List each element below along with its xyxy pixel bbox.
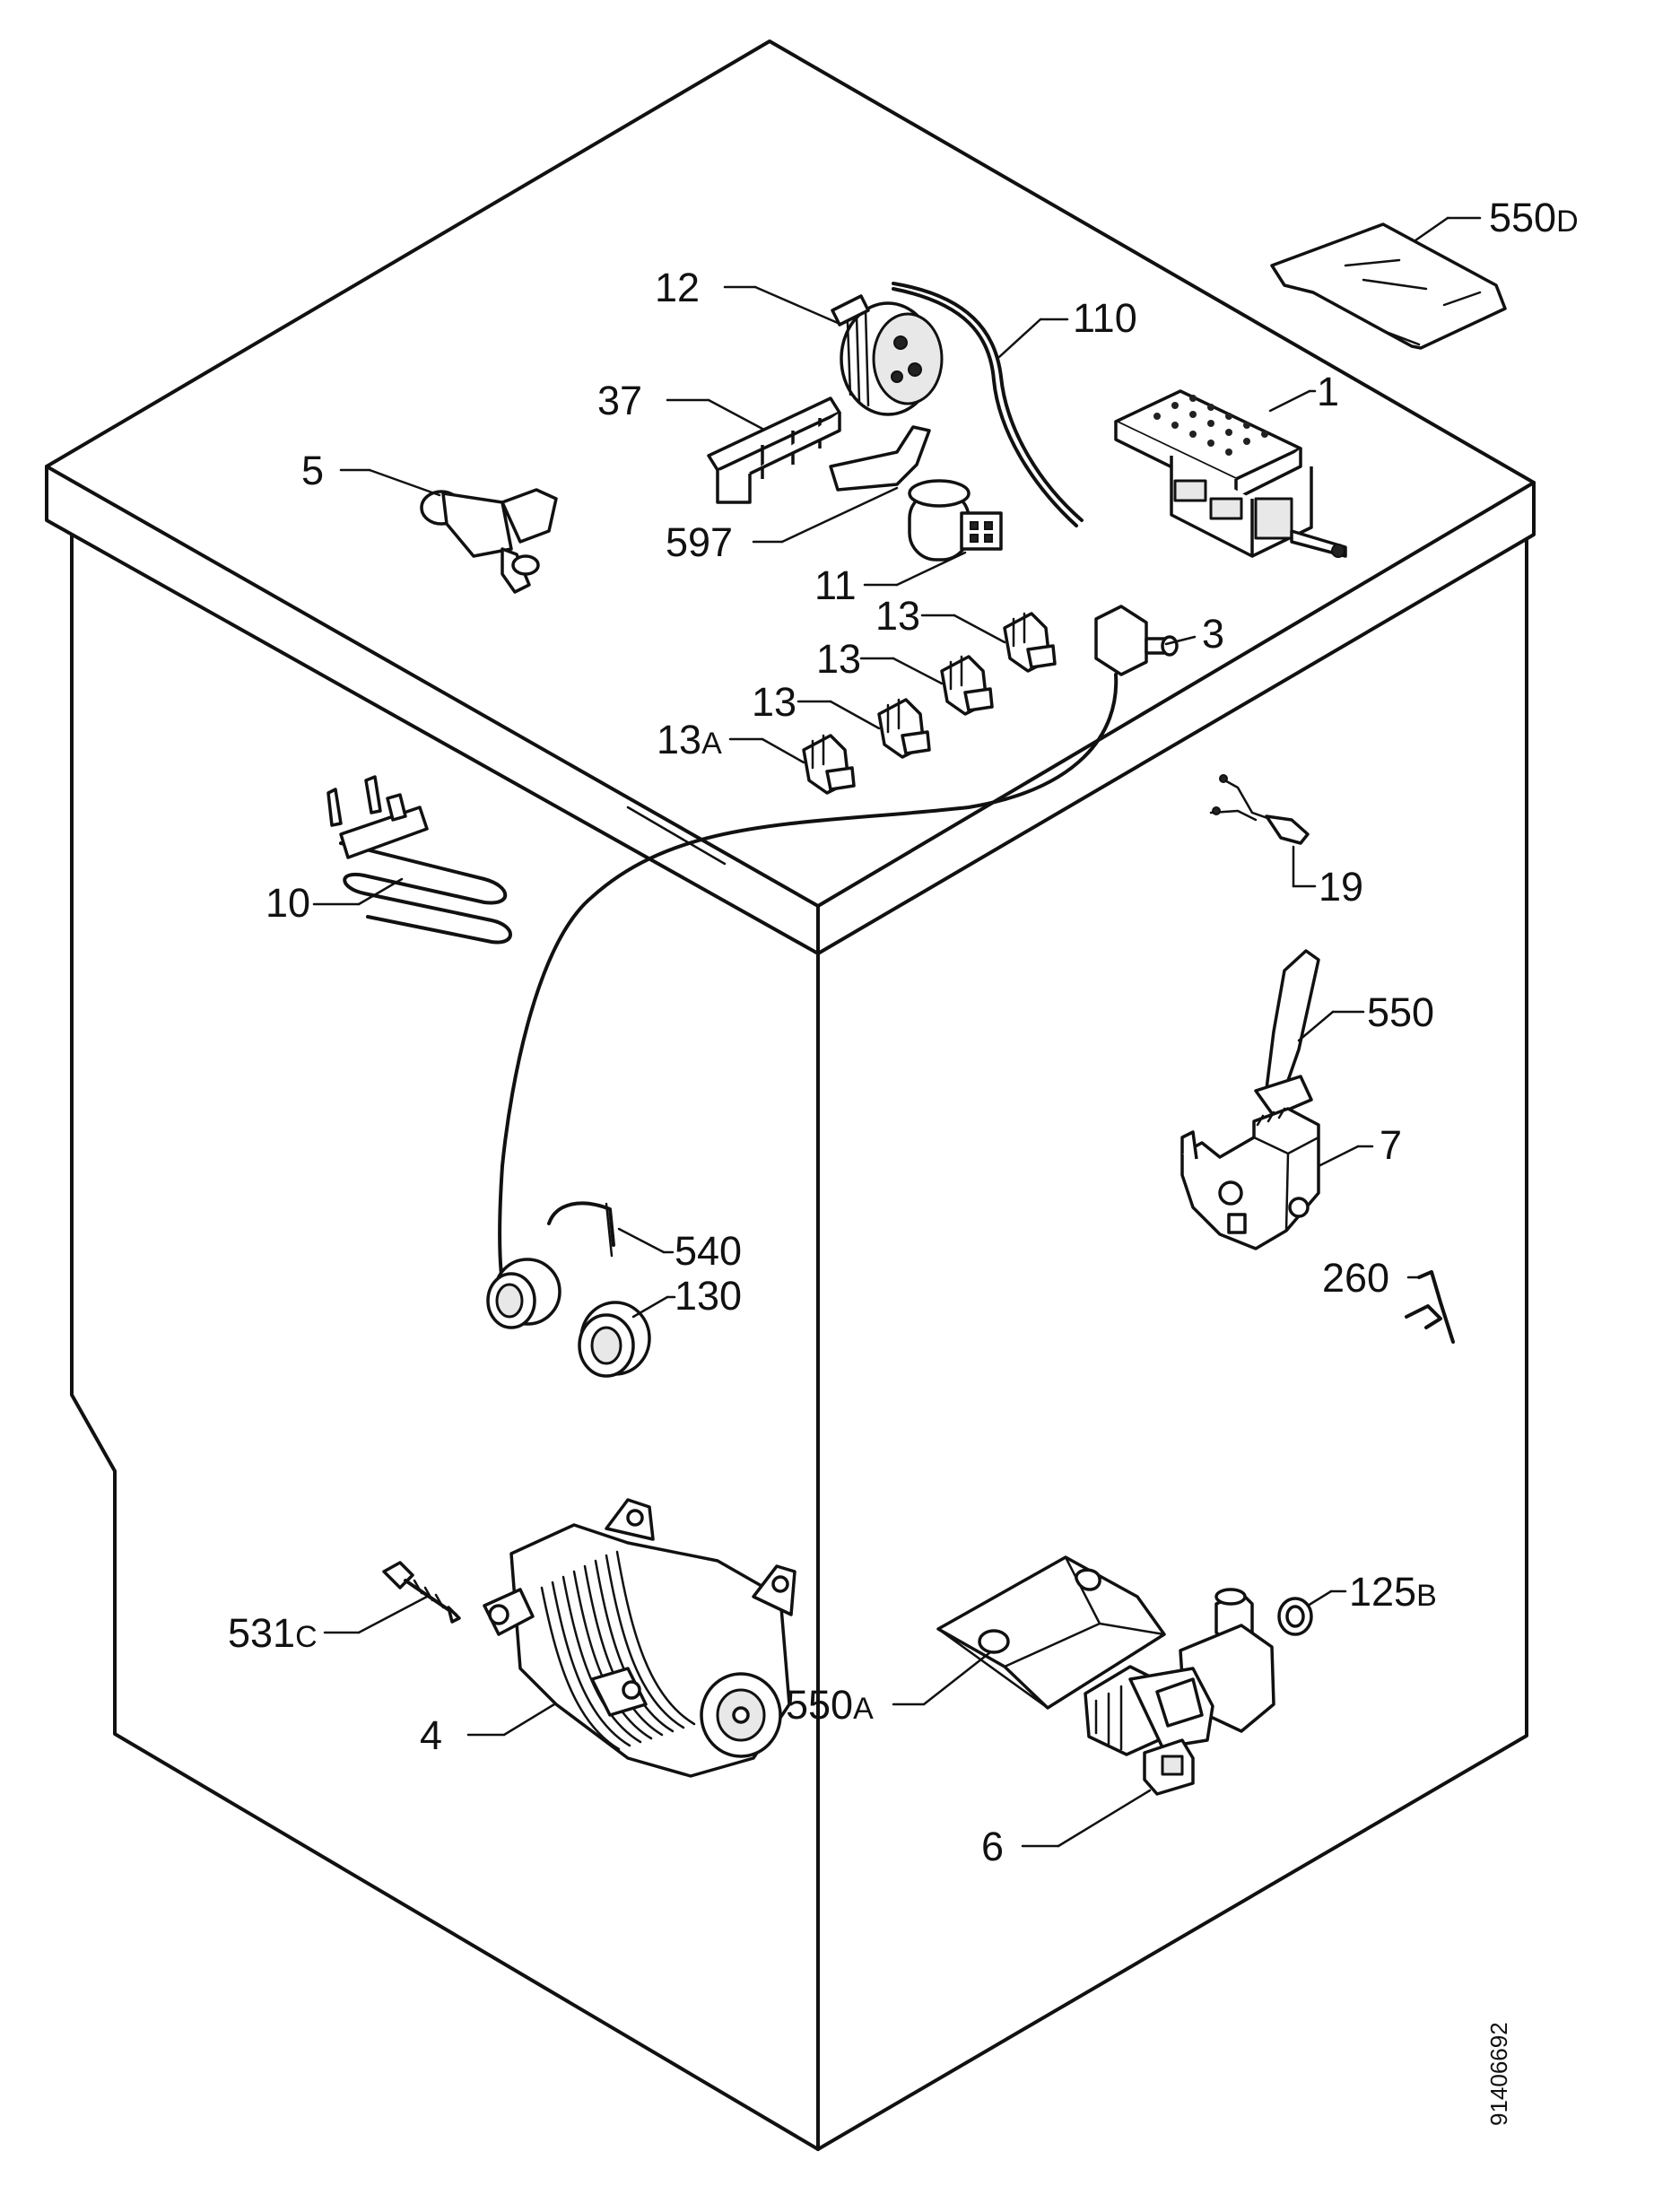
part-13-connector-b bbox=[940, 655, 994, 716]
leader-1 bbox=[1268, 389, 1311, 413]
part-550d-cover-plate bbox=[1270, 222, 1507, 350]
part-110-wire-b bbox=[892, 287, 1078, 527]
part-10-heating-element bbox=[326, 775, 512, 945]
label-19: 19 bbox=[1319, 864, 1363, 910]
leader-13a-b bbox=[953, 614, 1006, 644]
part-110-wire bbox=[892, 282, 1084, 522]
leader-110 bbox=[997, 318, 1042, 359]
part-11-capacitor bbox=[908, 479, 1003, 562]
part-550a-cover bbox=[936, 1555, 1166, 1710]
drawing-code: 91406692 bbox=[1485, 2022, 1512, 2126]
leader-13A-b bbox=[761, 737, 805, 764]
leader-5b bbox=[368, 468, 441, 497]
part-3-switch bbox=[1094, 605, 1179, 676]
leader-3 bbox=[1164, 635, 1197, 646]
label-5: 5 bbox=[301, 448, 324, 493]
leader-37b bbox=[707, 398, 764, 431]
label-540: 540 bbox=[675, 1228, 742, 1274]
leader-7 bbox=[1317, 1145, 1360, 1168]
leader-4b bbox=[502, 1703, 556, 1737]
leader-13b-b bbox=[892, 657, 944, 685]
part-7-door-lock bbox=[1180, 1107, 1320, 1250]
label-597: 597 bbox=[666, 519, 733, 565]
leader-597b bbox=[780, 486, 899, 544]
leader-13c-b bbox=[829, 700, 881, 730]
part-19-sensor bbox=[1209, 774, 1310, 845]
label-10: 10 bbox=[265, 880, 310, 926]
leader-540 bbox=[617, 1227, 666, 1254]
label-3: 3 bbox=[1202, 611, 1224, 657]
part-130-grommet-a bbox=[486, 1258, 561, 1329]
leader-550 bbox=[1297, 1010, 1335, 1042]
part-597-clip bbox=[829, 425, 931, 492]
leader-125b bbox=[1306, 1589, 1333, 1607]
leader-6b bbox=[1057, 1789, 1152, 1848]
part-1-timer bbox=[1114, 389, 1347, 558]
label-110: 110 bbox=[1073, 295, 1137, 341]
cabinet-outline bbox=[45, 39, 1536, 2151]
leader-531c-b bbox=[357, 1595, 429, 1634]
label-130: 130 bbox=[675, 1273, 742, 1319]
part-5-inlet-valve bbox=[420, 488, 558, 594]
leader-550d bbox=[1414, 216, 1449, 242]
leader-550a-b bbox=[922, 1650, 992, 1706]
part-531c-screw bbox=[382, 1561, 461, 1624]
label-550a: 550A bbox=[786, 1682, 874, 1728]
part-260-spring bbox=[1405, 1270, 1455, 1344]
label-13-b: 13 bbox=[816, 636, 861, 682]
label-11: 11 bbox=[814, 562, 857, 608]
leader-12b bbox=[753, 285, 840, 325]
leader-10b bbox=[357, 877, 404, 906]
label-13-c: 13 bbox=[752, 679, 796, 725]
part-6-drain-pump bbox=[1084, 1588, 1275, 1796]
label-13a: 13A bbox=[657, 717, 722, 762]
label-12: 12 bbox=[655, 265, 700, 310]
part-130-grommet-b bbox=[578, 1301, 651, 1378]
label-550d: 550D bbox=[1489, 195, 1579, 240]
part-4-motor bbox=[483, 1498, 796, 1778]
part-125b-seal-ring bbox=[1277, 1597, 1313, 1636]
label-4: 4 bbox=[420, 1712, 442, 1758]
leader-130 bbox=[631, 1295, 669, 1319]
label-125b: 125B bbox=[1349, 1569, 1437, 1615]
part-12-programme-switch bbox=[831, 294, 944, 416]
label-7: 7 bbox=[1380, 1122, 1402, 1168]
part-13a-connector bbox=[802, 734, 856, 795]
part-13-connector-c bbox=[877, 698, 931, 759]
label-13-a: 13 bbox=[875, 593, 920, 639]
part-550-door-lever bbox=[1254, 949, 1320, 1118]
label-260: 260 bbox=[1322, 1255, 1389, 1301]
label-6: 6 bbox=[981, 1824, 1004, 1869]
label-1: 1 bbox=[1317, 369, 1339, 414]
part-13-connector-a bbox=[1003, 612, 1057, 673]
part-37-terminal-block bbox=[707, 396, 841, 504]
part-540-clip bbox=[547, 1201, 615, 1258]
leader-11b bbox=[895, 551, 967, 587]
label-531c: 531C bbox=[228, 1610, 318, 1656]
cable-from-switch bbox=[498, 673, 1119, 1285]
label-550: 550 bbox=[1367, 989, 1434, 1035]
label-37: 37 bbox=[597, 378, 642, 423]
